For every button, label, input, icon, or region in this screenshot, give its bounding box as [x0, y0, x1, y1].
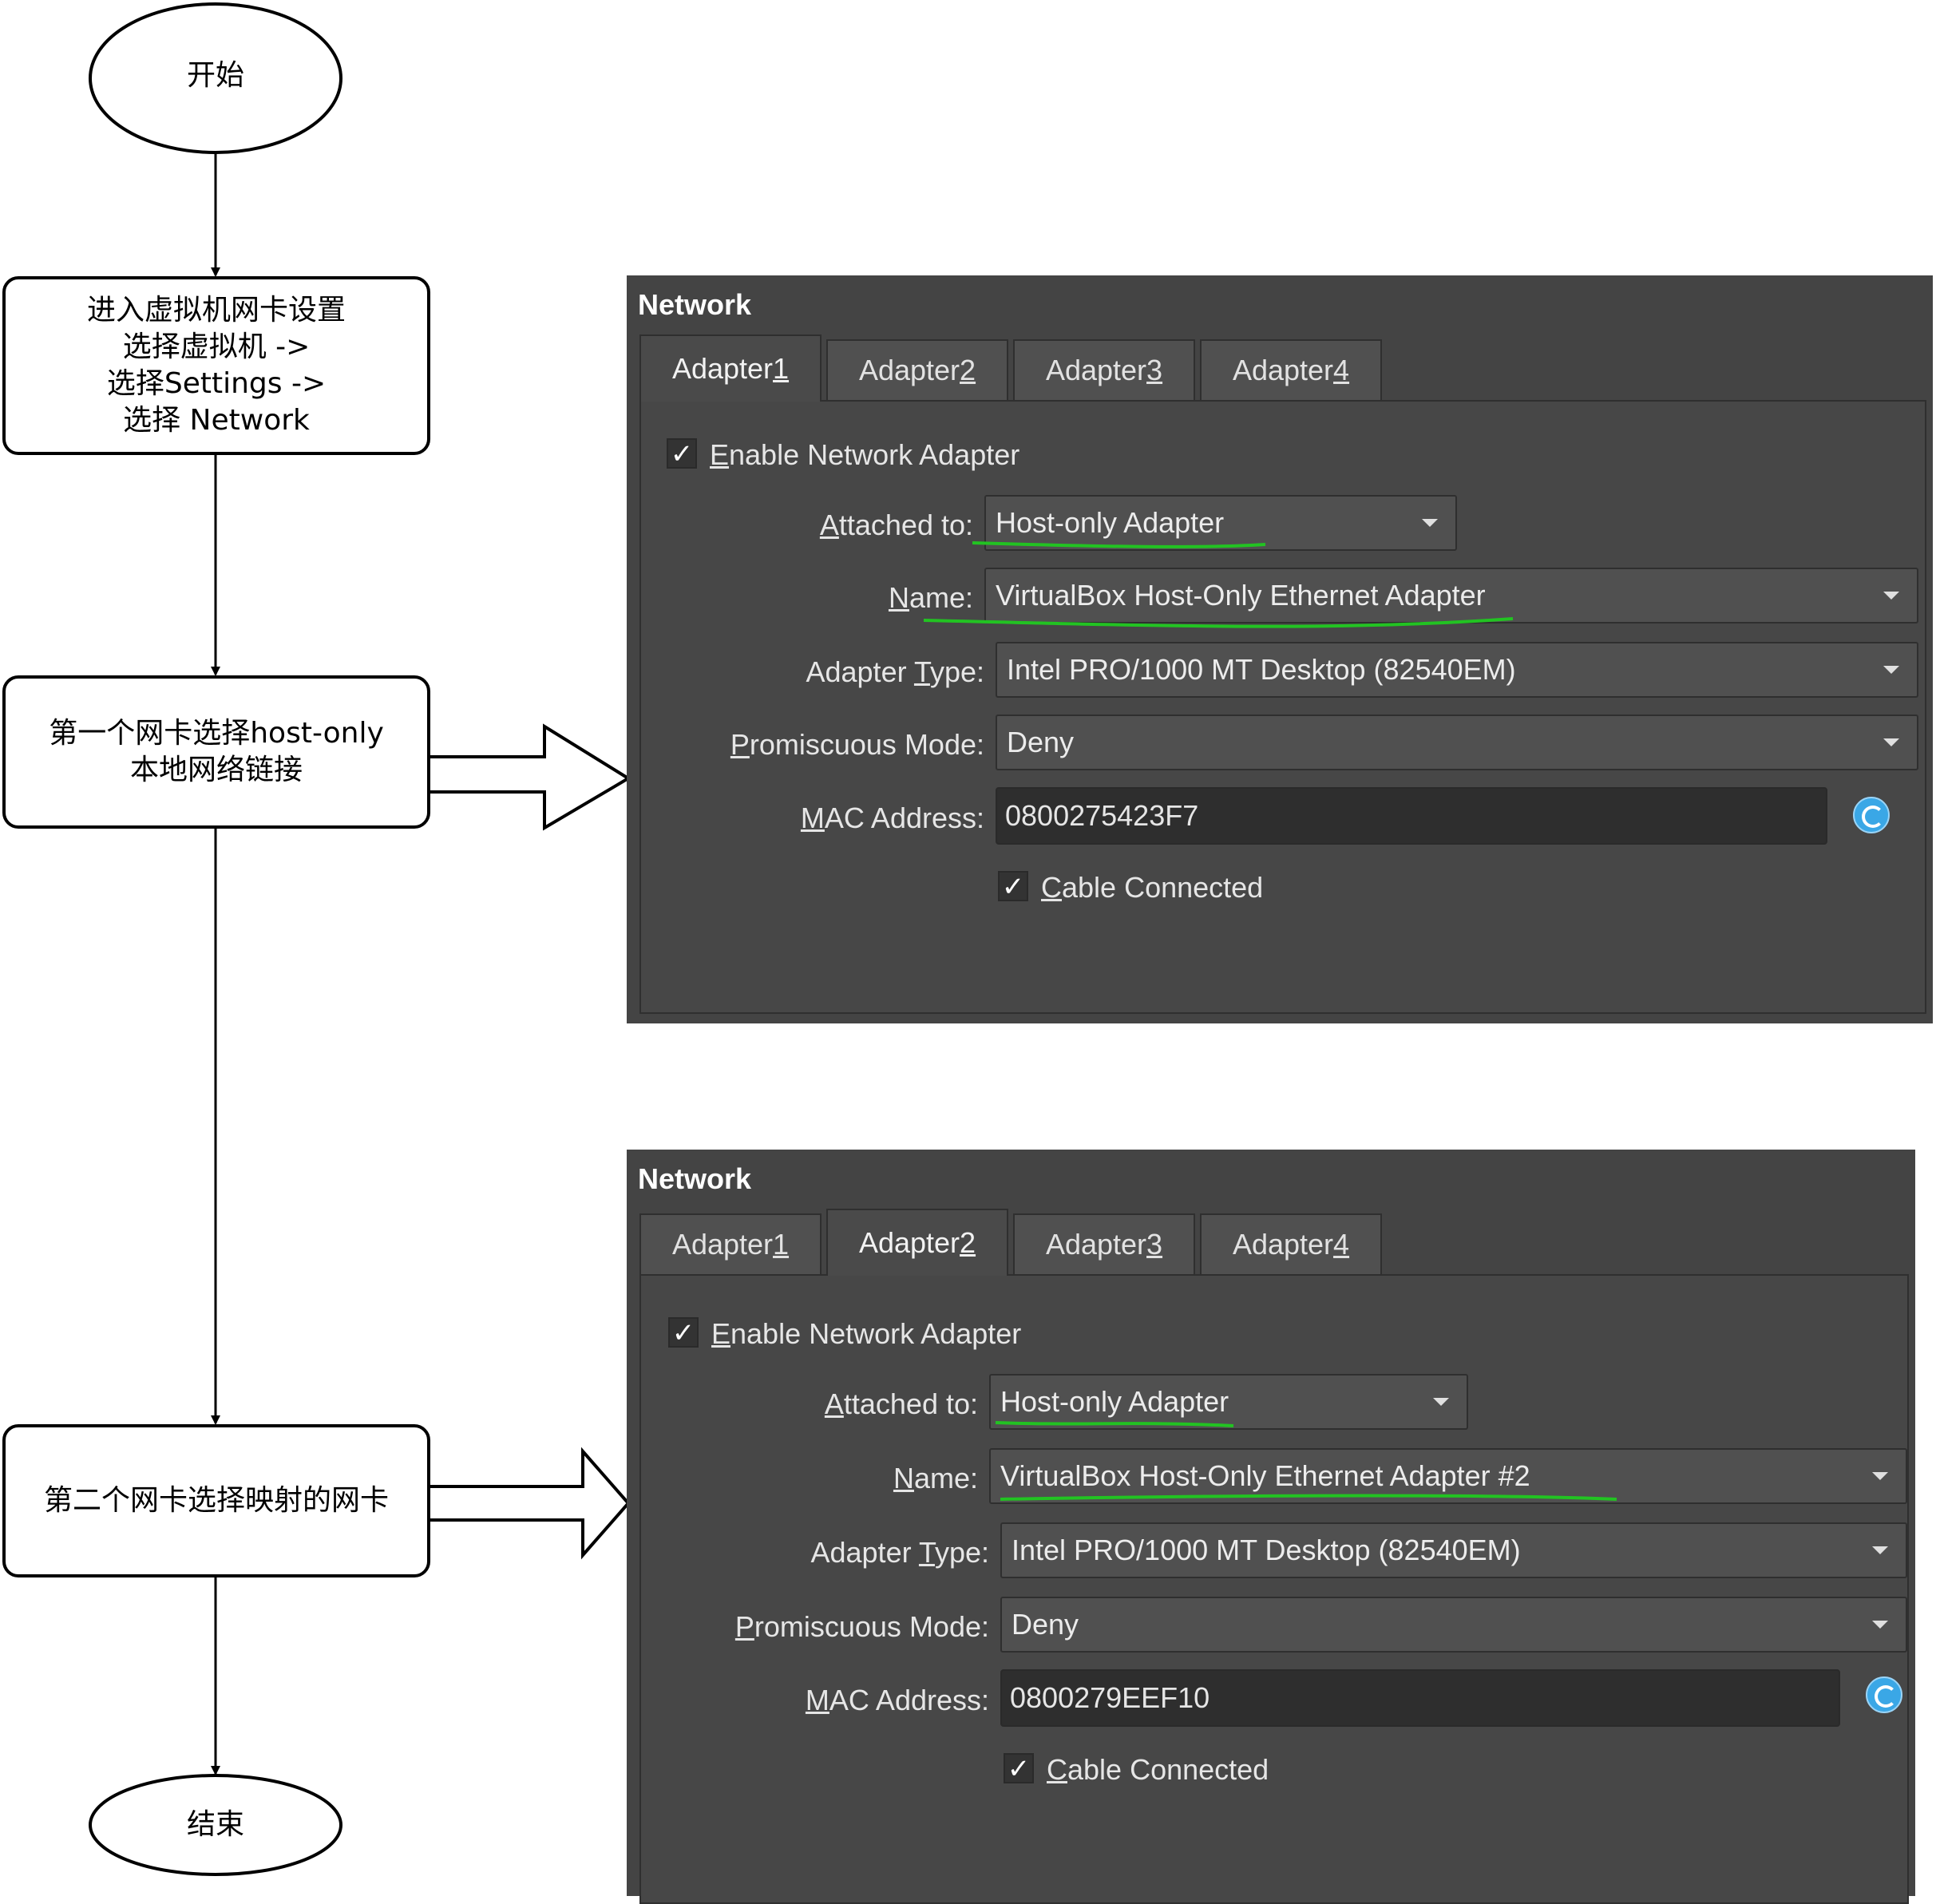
tab-adapter-3[interactable]: Adapter 3 [1013, 1213, 1195, 1274]
adapter-type-label: Adapter Type: [806, 655, 984, 688]
step3-label: 第二个网卡选择映射的网卡 [43, 1484, 389, 1517]
promiscuous-mode-label: Promiscuous Mode: [730, 728, 984, 761]
adapter-type-select[interactable]: Intel PRO/1000 MT Desktop (82540EM) [996, 642, 1918, 698]
end-node [89, 1774, 342, 1876]
mac-address-label: MAC Address: [800, 802, 984, 834]
attached-to-select[interactable]: Host-only Adapter [984, 495, 1457, 551]
block-arrow-step3-panel2 [427, 1447, 631, 1560]
chevron-down-icon [1883, 592, 1899, 600]
name-select[interactable]: VirtualBox Host-Only Ethernet Adapter #2 [989, 1448, 1907, 1504]
promiscuous-mode-label: Promiscuous Mode: [734, 1610, 989, 1643]
tab-adapter-1[interactable]: Adapter 1 [639, 334, 822, 402]
end-label: 结束 [186, 1808, 244, 1841]
tab-adapter-4[interactable]: Adapter 4 [1200, 339, 1382, 400]
name-label: Name: [893, 1462, 978, 1494]
promiscuous-mode-select[interactable]: Deny [996, 714, 1918, 770]
tab-adapter-3[interactable]: Adapter 3 [1013, 339, 1195, 400]
tab-adapter-2[interactable]: Adapter 2 [826, 339, 1008, 400]
chevron-down-icon [1433, 1398, 1449, 1406]
chevron-down-icon [1872, 1546, 1888, 1554]
cable-connected-label: Cable Connected [1041, 871, 1264, 904]
tab-adapter-1[interactable]: Adapter 1 [639, 1213, 822, 1274]
adapter-settings-body [639, 1274, 1909, 1904]
mac-address-label: MAC Address: [805, 1684, 989, 1716]
chevron-down-icon [1883, 738, 1899, 746]
chevron-down-icon [1883, 666, 1899, 674]
mac-address-input[interactable]: 0800279EEF10 [1000, 1669, 1840, 1727]
start-label: 开始 [186, 59, 244, 92]
panel-title: Network [638, 288, 752, 321]
network-settings-panel-1: Network Adapter 1 Adapter 2 Adapter 3 Ad… [627, 275, 1933, 1023]
step2-label: 第一个网卡选择host-only 本地网络链接 [49, 717, 384, 786]
adapter-type-label: Adapter Type: [810, 1536, 989, 1569]
promiscuous-mode-select[interactable]: Deny [1000, 1597, 1907, 1653]
tab-adapter-4[interactable]: Adapter 4 [1200, 1213, 1382, 1274]
chevron-down-icon [1422, 519, 1438, 527]
enable-adapter-label: Enable Network Adapter [711, 1317, 1022, 1350]
cable-connected-label: Cable Connected [1047, 1753, 1269, 1786]
enable-adapter-checkbox[interactable]: ✓ [667, 438, 697, 469]
refresh-mac-icon[interactable] [1853, 797, 1890, 833]
attached-to-label: Attached to: [819, 509, 973, 541]
cable-connected-checkbox[interactable]: ✓ [998, 871, 1028, 901]
attached-to-select[interactable]: Host-only Adapter [989, 1374, 1468, 1430]
enable-adapter-checkbox[interactable]: ✓ [668, 1317, 699, 1348]
step2-node [2, 675, 430, 829]
attached-to-label: Attached to: [824, 1387, 978, 1420]
adapter-type-select[interactable]: Intel PRO/1000 MT Desktop (82540EM) [1000, 1522, 1907, 1578]
start-node [89, 2, 342, 154]
refresh-mac-icon[interactable] [1866, 1676, 1902, 1713]
cable-connected-checkbox[interactable]: ✓ [1004, 1753, 1034, 1783]
step1-node [2, 276, 430, 455]
name-label: Name: [888, 581, 973, 614]
mac-address-input[interactable]: 0800275423F7 [996, 787, 1827, 845]
name-select[interactable]: VirtualBox Host-Only Ethernet Adapter [984, 568, 1918, 623]
step1-label: 进入虚拟机网卡设置 选择虚拟机 -> 选择Settings -> 选择 Netw… [86, 294, 346, 437]
network-settings-panel-2: Network Adapter 1 Adapter 2 Adapter 3 Ad… [627, 1150, 1915, 1904]
enable-adapter-label: Enable Network Adapter [710, 438, 1020, 471]
tab-adapter-2[interactable]: Adapter 2 [826, 1209, 1008, 1276]
chevron-down-icon [1872, 1472, 1888, 1480]
adapter-settings-body [639, 400, 1926, 1014]
chevron-down-icon [1872, 1621, 1888, 1629]
panel-title: Network [638, 1162, 752, 1195]
block-arrow-step2-panel1 [427, 723, 631, 831]
